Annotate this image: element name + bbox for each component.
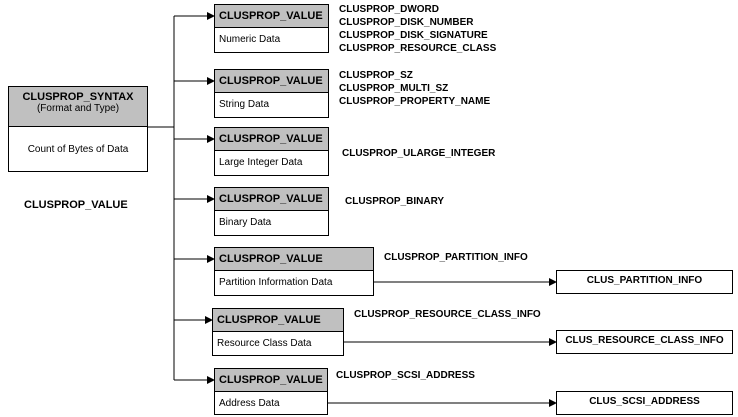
- value-box-body: Large Integer Data: [219, 157, 303, 168]
- syntax-title: CLUSPROP_SYNTAX: [22, 91, 134, 103]
- value-box-header: CLUSPROP_VALUE: [215, 5, 328, 28]
- value-box-header: CLUSPROP_VALUE: [215, 128, 328, 151]
- value-box-header: CLUSPROP_VALUE: [215, 70, 328, 93]
- value-box-body: Partition Information Data: [219, 277, 333, 288]
- ref-box-partition-info: CLUS_PARTITION_INFO: [556, 270, 733, 294]
- value-box-body: Binary Data: [219, 217, 272, 228]
- type-label: CLUSPROP_MULTI_SZ: [339, 83, 449, 94]
- type-label: CLUSPROP_RESOURCE_CLASS_INFO: [354, 309, 541, 320]
- value-box-header: CLUSPROP_VALUE: [215, 248, 373, 271]
- type-label: CLUSPROP_DISK_SIGNATURE: [339, 30, 488, 41]
- value-box-body: Address Data: [219, 398, 280, 409]
- ref-box-scsi-address: CLUS_SCSI_ADDRESS: [556, 391, 733, 415]
- type-label: CLUSPROP_SCSI_ADDRESS: [336, 370, 475, 381]
- type-label: CLUSPROP_ULARGE_INTEGER: [342, 148, 496, 159]
- value-box-partition-info: CLUSPROP_VALUE Partition Information Dat…: [214, 247, 374, 296]
- type-label: CLUSPROP_SZ: [339, 70, 413, 81]
- value-box-numeric: CLUSPROP_VALUE Numeric Data: [214, 4, 329, 53]
- value-box-binary: CLUSPROP_VALUE Binary Data: [214, 187, 329, 236]
- value-box-address: CLUSPROP_VALUE Address Data: [214, 368, 328, 415]
- type-label: CLUSPROP_DISK_NUMBER: [339, 17, 474, 28]
- ref-box-resource-class-info: CLUS_RESOURCE_CLASS_INFO: [556, 330, 733, 354]
- value-box-body: Resource Class Data: [217, 338, 312, 349]
- value-box-large-integer: CLUSPROP_VALUE Large Integer Data: [214, 127, 329, 176]
- syntax-body: Count of Bytes of Data: [27, 144, 129, 155]
- type-label: CLUSPROP_PARTITION_INFO: [384, 252, 528, 263]
- type-label: CLUSPROP_BINARY: [345, 196, 445, 207]
- value-box-body: String Data: [219, 99, 270, 110]
- value-box-header: CLUSPROP_VALUE: [215, 188, 328, 211]
- value-box-body: Numeric Data: [219, 34, 281, 45]
- value-box-header: CLUSPROP_VALUE: [213, 309, 343, 332]
- type-label: CLUSPROP_PROPERTY_NAME: [339, 96, 491, 107]
- side-label: CLUSPROP_VALUE: [24, 199, 128, 211]
- syntax-subtitle: (Format and Type): [36, 103, 120, 114]
- type-label: CLUSPROP_DWORD: [339, 4, 440, 15]
- syntax-header: CLUSPROP_SYNTAX (Format and Type): [9, 87, 147, 127]
- type-label: CLUSPROP_RESOURCE_CLASS: [339, 43, 497, 54]
- value-box-header: CLUSPROP_VALUE: [215, 369, 327, 392]
- clusprop-syntax-box: CLUSPROP_SYNTAX (Format and Type) Count …: [8, 86, 148, 172]
- value-box-resource-class: CLUSPROP_VALUE Resource Class Data: [212, 308, 344, 356]
- value-box-string: CLUSPROP_VALUE String Data: [214, 69, 329, 118]
